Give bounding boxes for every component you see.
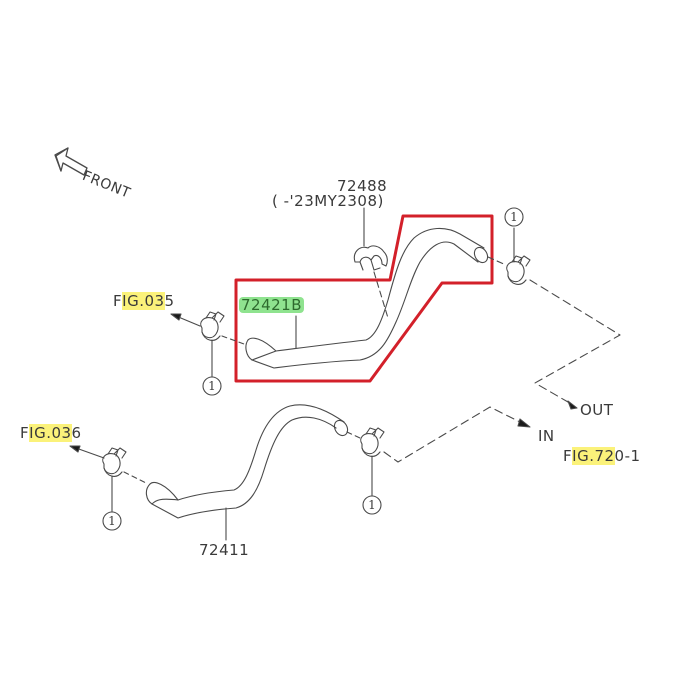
part-number-72421b[interactable]: 72421B [239,296,305,314]
selection-outline [234,214,494,383]
hose-clamp-icon [102,447,127,477]
figure-ref-prefix: F [563,447,573,465]
hose-clip-icon [353,245,388,271]
clip-part-number[interactable]: 72488 [337,177,388,195]
figure-ref-035[interactable]: FIG.035 [113,292,175,310]
figure-ref-suffix: 0-1 [614,447,641,465]
figure-ref-highlight: IG.72 [572,447,615,465]
callout-number: 1 [108,514,116,528]
front-arrow-icon [54,147,88,176]
callout-number: 1 [510,210,518,224]
figure-ref-highlight: IG.03 [29,424,72,442]
hose-72421b [245,227,489,369]
figure-ref-prefix: F [113,292,123,310]
figure-ref-036[interactable]: FIG.036 [20,424,82,442]
callout-number: 1 [208,379,216,393]
part-number-72411[interactable]: 72411 [199,541,250,559]
hose-clamp-icon [360,427,385,457]
callout-1-lower-right [362,495,382,515]
hose-clamp-icon [200,311,225,341]
callout-1-lower-left [102,511,122,531]
callout-1-left-upper [202,376,222,396]
figure-ref-suffix: 6 [71,424,82,442]
flow-in-label: IN [538,427,555,445]
callout-number: 1 [368,498,376,512]
hose-clamp-icon [506,255,531,285]
callout-1-top-right [504,207,524,227]
clip-part-range: ( -'23MY2308) [272,192,384,210]
figure-ref-suffix: 5 [164,292,175,310]
hose-72411 [145,404,349,519]
figure-ref-prefix: F [20,424,30,442]
flow-out-label: OUT [580,401,614,419]
figure-ref-720-1[interactable]: FIG.720-1 [563,447,641,465]
figure-ref-highlight: IG.03 [122,292,165,310]
